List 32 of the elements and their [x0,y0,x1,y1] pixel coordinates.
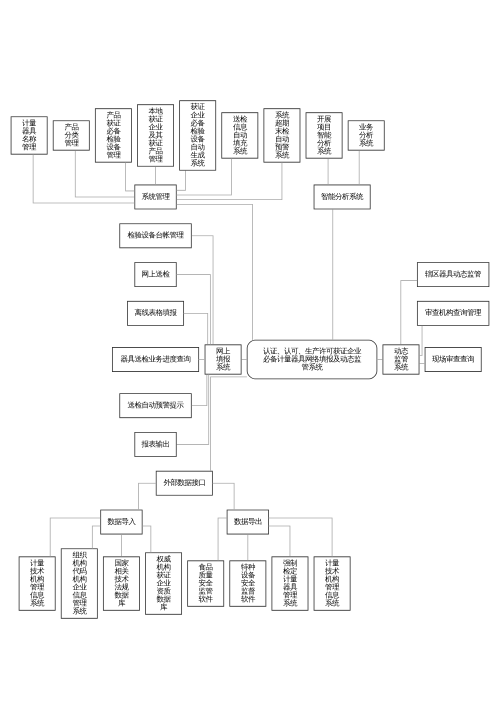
connector [191,234,214,344]
connector [212,482,235,510]
connector [176,203,253,340]
connector [142,525,152,553]
connector [183,312,208,345]
connector [121,533,122,557]
connector [155,166,156,185]
connector [74,149,136,197]
connector [418,362,426,364]
connector [210,376,248,471]
connector [191,373,208,406]
connector [50,517,102,557]
connector [176,274,211,345]
connector [418,324,422,356]
connector [268,517,332,557]
connector [247,533,248,561]
connector [198,358,206,360]
connector [218,517,228,561]
connector [268,525,290,557]
connector [176,157,232,195]
connector [176,170,186,190]
connector [400,280,418,345]
connector [240,358,248,360]
connector [376,358,384,360]
connector [125,161,136,191]
connector [332,208,334,340]
connector [176,161,282,200]
connector [92,525,101,549]
connector [358,149,360,185]
connector [138,482,156,510]
connector [32,153,136,203]
connector [176,373,210,444]
